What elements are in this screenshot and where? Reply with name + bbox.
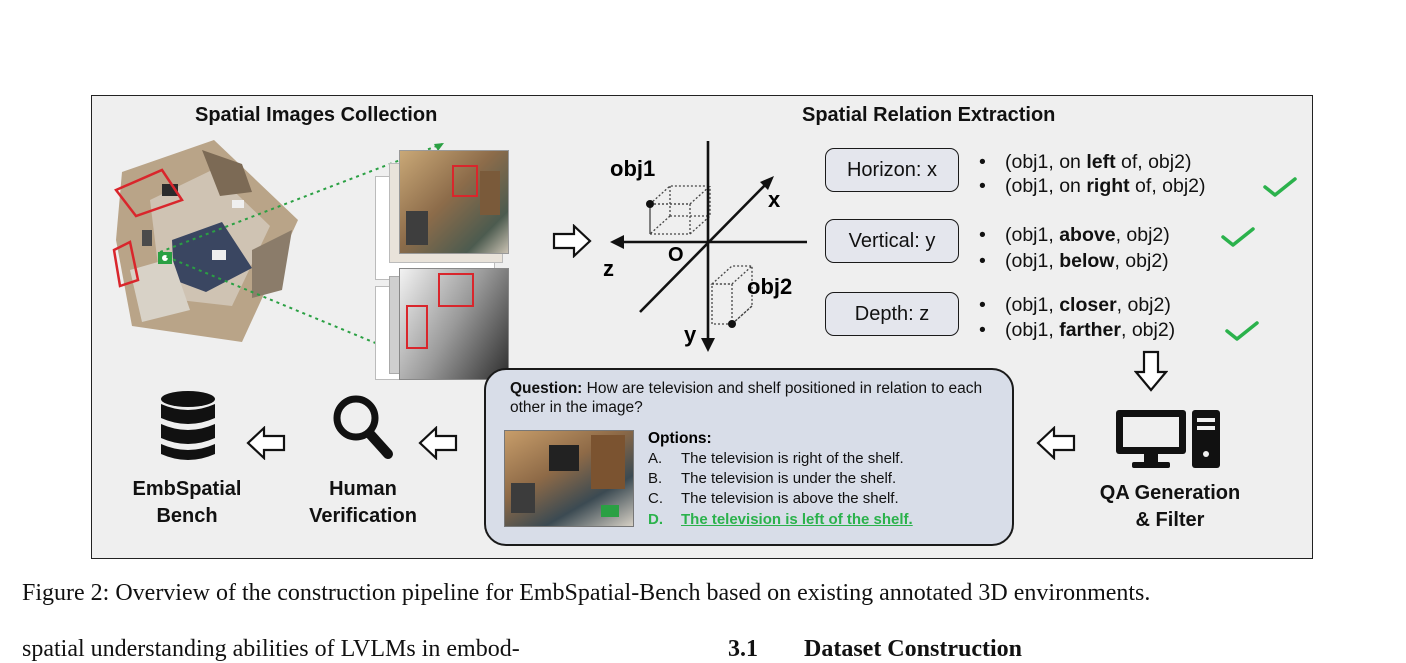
relation-right: •(obj1, on right of, obj2) [979, 175, 1206, 197]
horizon-axis-box: Horizon: x [825, 148, 959, 192]
obj2-label: obj2 [747, 274, 793, 299]
y-axis-label: y [684, 322, 697, 347]
arrow-left-icon [418, 426, 458, 460]
qa-example-image [504, 430, 634, 527]
television-shape [549, 445, 579, 471]
scene-3d-illustration [112, 140, 298, 342]
spatial-relation-title: Spatial Relation Extraction [802, 104, 1056, 126]
arrow-left-icon [246, 426, 286, 460]
spatial-images-title: Spatial Images Collection [195, 104, 438, 126]
database-icon [161, 391, 215, 460]
depth-object-box-1 [438, 273, 474, 307]
relation-farther: •(obj1, farther, obj2) [979, 319, 1176, 341]
depth-axis-box: Depth: z [825, 292, 959, 336]
rgb-shelf-shape [480, 171, 500, 215]
option-c: C.The television is above the shelf. [648, 490, 899, 507]
body-text-line: spatial understanding abilities of LVLMs… [22, 636, 520, 662]
magnifier-icon [333, 395, 393, 459]
option-d-correct: D.The television is left of the shelf. [648, 511, 913, 528]
coordinate-system-diagram [610, 141, 807, 352]
x-axis-label: x [768, 187, 781, 212]
depth-object-box-2 [406, 305, 428, 349]
arrow-down-icon [1134, 350, 1168, 392]
qa-example-panel: Question: How are television and shelf p… [484, 368, 1014, 546]
figure-caption: Figure 2: Overview of the construction p… [22, 580, 1151, 606]
rgb-object-box [452, 165, 478, 197]
rgb-stack-frame-front [399, 150, 509, 254]
shelf-shape [591, 435, 625, 489]
check-icon [1221, 227, 1255, 247]
marker-shape [601, 505, 619, 517]
check-icon [1263, 177, 1297, 197]
qa-generation-label: QA Generation& Filter [1099, 482, 1241, 531]
relation-closer: •(obj1, closer, obj2) [979, 294, 1171, 316]
computer-icon [1116, 410, 1220, 468]
option-a: A.The television is right of the shelf. [648, 450, 904, 467]
option-b: B.The television is under the shelf. [648, 470, 897, 487]
options-label: Options: [648, 430, 712, 447]
relation-above: •(obj1, above, obj2) [979, 224, 1170, 246]
obj1-label: obj1 [610, 156, 656, 181]
origin-label: O [668, 244, 684, 266]
depth-stack-frame-front [399, 268, 509, 380]
relation-below: •(obj1, below, obj2) [979, 250, 1169, 272]
relation-left: •(obj1, on left of, obj2) [979, 151, 1192, 173]
question-text: Question: How are television and shelf p… [510, 380, 983, 416]
vertical-axis-box: Vertical: y [825, 219, 959, 263]
check-icon [1225, 321, 1259, 341]
arrow-left-icon [1036, 426, 1076, 460]
bicycle-shape [511, 483, 535, 513]
z-axis-label: z [603, 256, 614, 281]
pipeline-figure: Spatial Images Collection Spatial Relati… [91, 95, 1313, 559]
arrow-right-icon [552, 224, 592, 258]
rgb-bicycle-shape [406, 211, 428, 245]
